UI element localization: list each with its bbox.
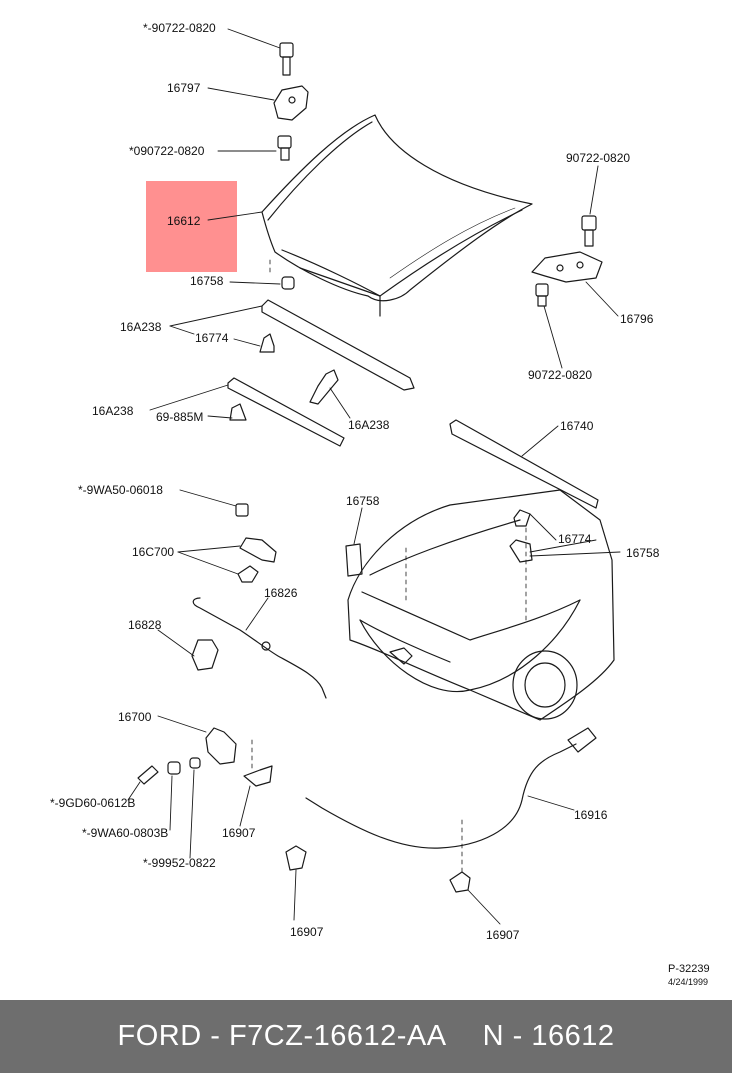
label-l07: 16774 [195, 331, 229, 345]
label-l24: 16796 [620, 312, 654, 326]
label-l25: 90722-0820 [528, 368, 593, 382]
label-l26: 16740 [560, 419, 594, 433]
bumper-16758-lower [509, 539, 533, 563]
hinge-16796 [531, 215, 603, 307]
drawing-date: 4/24/1999 [668, 977, 709, 987]
parts-diagram: *-90722-0820 16797 *090722-0820 16612 16… [50, 21, 710, 987]
label-l16: *-9GD60-0612B [50, 796, 136, 810]
label-l01: *-90722-0820 [143, 21, 216, 35]
label-l29: 16758 [626, 546, 660, 560]
clip-16907-b [285, 845, 307, 871]
hood-panel [261, 114, 533, 317]
label-l09: 69-885M [156, 410, 204, 424]
label-l19: 16907 [222, 826, 256, 840]
label-l18: *-99952-0822 [143, 856, 216, 870]
footer-part-number: FORD - F7CZ-16612-AA [117, 1020, 447, 1052]
clip-16907-a [243, 765, 273, 787]
clip-16774 [259, 333, 275, 353]
bumper-16758-right [345, 543, 363, 577]
label-l06: 16A238 [120, 320, 162, 334]
hinge-16797 [273, 42, 309, 161]
label-l23: 90722-0820 [566, 151, 631, 165]
bolt-9GD60 [137, 765, 159, 785]
label-l21: 16916 [574, 808, 608, 822]
seal-16A238-upper [261, 299, 415, 391]
latch-16700 [205, 727, 237, 765]
clip-69-885M [229, 403, 247, 421]
label-l12: 16C700 [132, 545, 175, 559]
label-l27: 16758 [346, 494, 380, 508]
label-l10: 16A238 [348, 418, 390, 432]
label-l02: 16797 [167, 81, 201, 95]
label-l20: 16907 [290, 925, 324, 939]
cable-16826 [192, 597, 327, 699]
vehicle-body [347, 489, 615, 721]
seal-16A238-lower [227, 377, 345, 447]
footer-ref-number: N - 16612 [482, 1020, 615, 1052]
highlight-box [146, 181, 237, 272]
bumper-16758 [281, 276, 295, 290]
label-l14: 16828 [128, 618, 162, 632]
label-l15: 16700 [118, 710, 152, 724]
label-l05: 16758 [190, 274, 224, 288]
label-l28: 16774 [558, 532, 592, 546]
drawing-ref: P-32239 [668, 963, 710, 975]
label-l22: 16907 [486, 928, 520, 942]
cable-16916 [305, 743, 577, 849]
label-l03: *090722-0820 [129, 144, 205, 158]
label-l04-highlighted: 16612 [167, 214, 201, 228]
label-l17: *-9WA60-0803B [82, 826, 169, 840]
nut-9WA50 [235, 503, 249, 517]
clip-16907-c [449, 871, 471, 893]
seal-16740 [449, 419, 599, 509]
clip-16774-right [513, 509, 531, 527]
bracket-16C700 [239, 537, 277, 563]
bracket-16A238 [309, 369, 339, 405]
label-l11: *-9WA50-06018 [78, 483, 163, 497]
diagram-drawing [127, 28, 621, 925]
label-l08: 16A238 [92, 404, 134, 418]
label-l13: 16826 [264, 586, 298, 600]
footer-bar: FORD - F7CZ-16612-AA N - 16612 [0, 1000, 732, 1073]
clip-16828 [191, 639, 219, 671]
